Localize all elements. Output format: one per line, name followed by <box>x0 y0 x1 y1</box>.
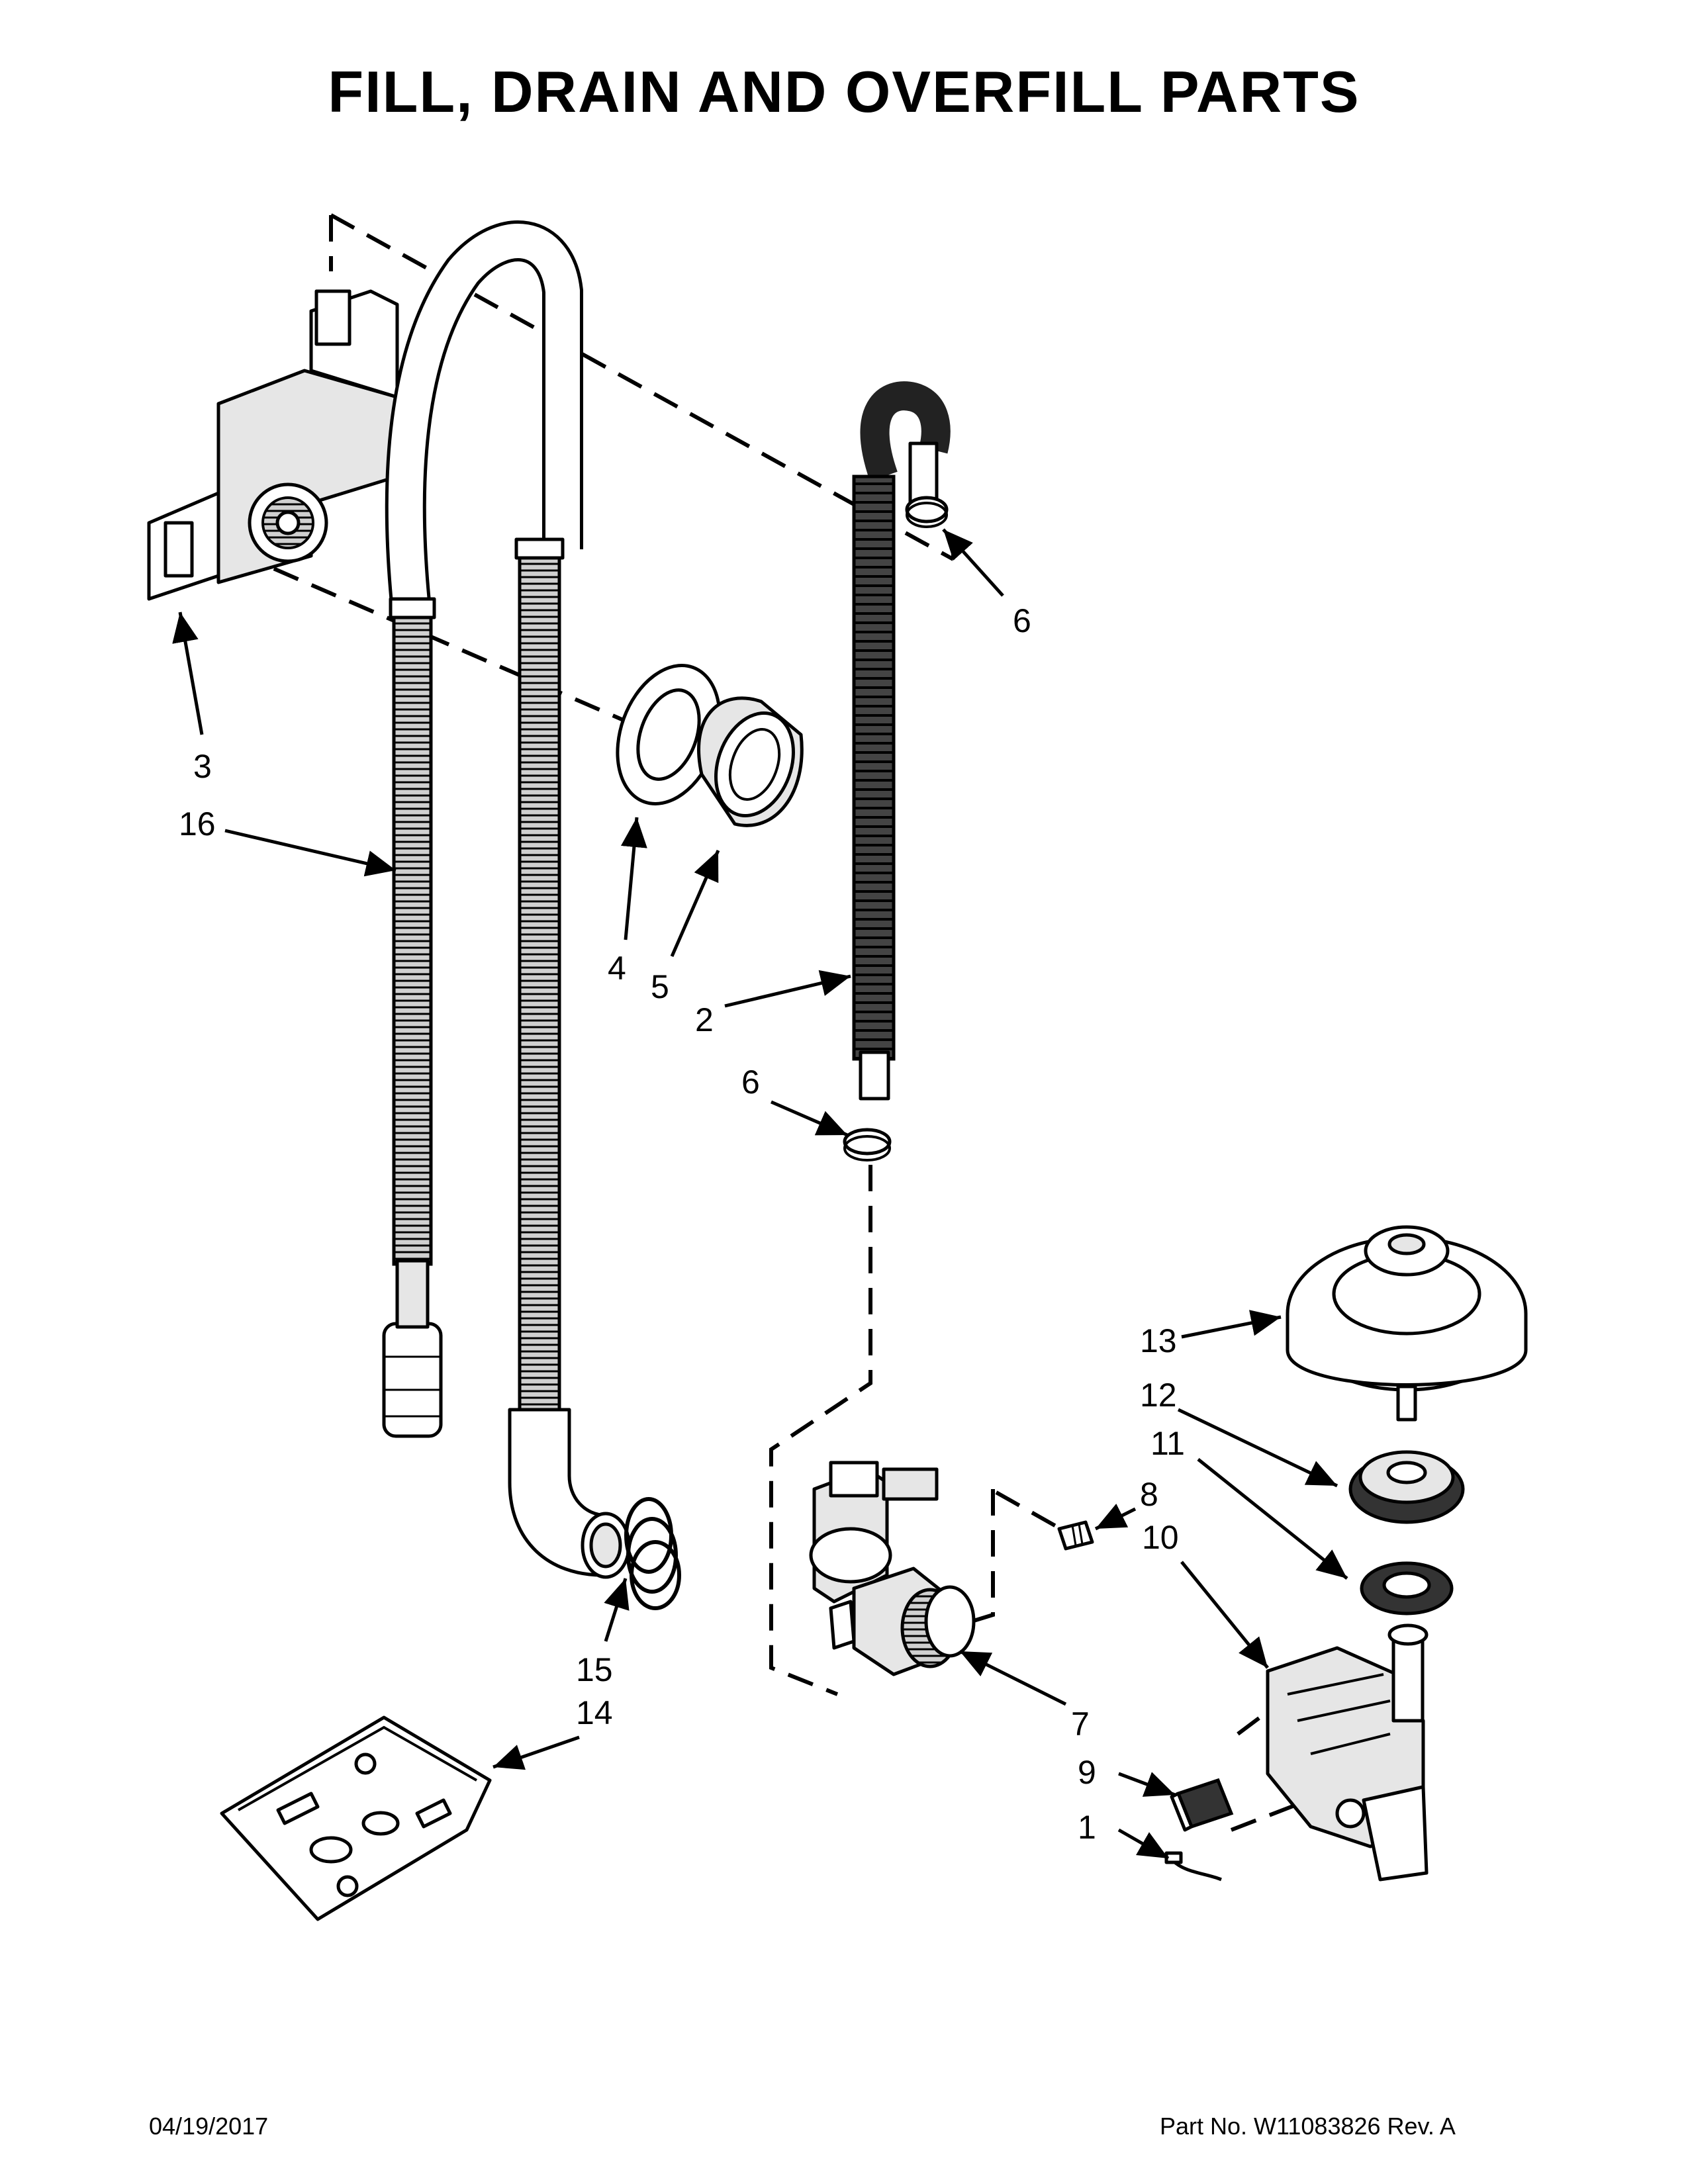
assembly-line-screw <box>995 1490 1074 1537</box>
callout-6-lower: 6 <box>741 1064 760 1101</box>
leader-7 <box>959 1649 1067 1706</box>
part-15-clamp <box>624 1497 681 1610</box>
leader-1 <box>1117 1828 1170 1860</box>
leader-12 <box>1177 1408 1338 1488</box>
part-6-hose-clamp-lower <box>843 1128 892 1161</box>
part-4-gasket <box>616 664 722 805</box>
part-13-float <box>1286 1225 1528 1422</box>
callout-9: 9 <box>1078 1754 1096 1791</box>
leader-10 <box>1180 1561 1269 1669</box>
leader-6b <box>771 1100 848 1137</box>
callout-10: 10 <box>1142 1519 1179 1556</box>
leader-4 <box>620 817 647 940</box>
callout-15: 15 <box>576 1651 613 1688</box>
part-2-fill-hose <box>852 381 951 1101</box>
part-9-switch <box>1170 1778 1234 1832</box>
leader-14 <box>492 1735 580 1770</box>
part-12-nut <box>1348 1450 1465 1524</box>
callout-13: 13 <box>1140 1322 1177 1359</box>
leader-9 <box>1118 1772 1176 1797</box>
callout-11: 11 <box>1150 1425 1185 1462</box>
leader-11 <box>1197 1458 1348 1580</box>
callout-7: 7 <box>1071 1706 1090 1743</box>
part-3-sump-bracket <box>147 289 399 601</box>
callout-2: 2 <box>695 1001 714 1038</box>
callout-3: 3 <box>193 748 212 785</box>
part-5-nut <box>697 696 804 827</box>
leader-16 <box>224 829 397 877</box>
part-10-float-bracket <box>1266 1623 1429 1882</box>
leader-8 <box>1094 1503 1137 1531</box>
part-7-water-valve <box>809 1461 976 1676</box>
footer-date: 04/19/2017 <box>149 2113 269 2140</box>
leader-13 <box>1181 1310 1282 1339</box>
callout-6-upper: 6 <box>1013 602 1031 639</box>
callout-5: 5 <box>651 968 669 1005</box>
callout-8: 8 <box>1140 1476 1158 1513</box>
assembly-line-top-diagonal <box>330 213 955 561</box>
part-6-hose-clamp-upper <box>905 496 949 528</box>
part-16-drain-hose <box>382 220 631 1579</box>
assembly-line-valve-screw <box>949 1489 995 1630</box>
page-title: FILL, DRAIN AND OVERFILL PARTS <box>328 59 1360 124</box>
leader-6a <box>942 528 1004 597</box>
part-14-hardware-bag <box>220 1715 492 1921</box>
leader-15 <box>604 1578 630 1642</box>
part-8-screw <box>1057 1520 1094 1551</box>
callout-1: 1 <box>1078 1809 1096 1846</box>
callout-4: 4 <box>608 950 626 987</box>
footer-part-number: Part No. W11083826 Rev. A <box>1160 2113 1456 2140</box>
callout-14: 14 <box>576 1694 613 1731</box>
callout-16: 16 <box>179 805 216 842</box>
part-11-washer <box>1360 1561 1454 1615</box>
leader-3 <box>172 612 204 735</box>
leader-5 <box>670 849 720 958</box>
assembly-line-drain-to-valve <box>769 1165 872 1696</box>
part-1-wire-harness <box>1164 1851 1222 1882</box>
callout-12: 12 <box>1140 1377 1177 1414</box>
leader-2 <box>724 970 851 1008</box>
